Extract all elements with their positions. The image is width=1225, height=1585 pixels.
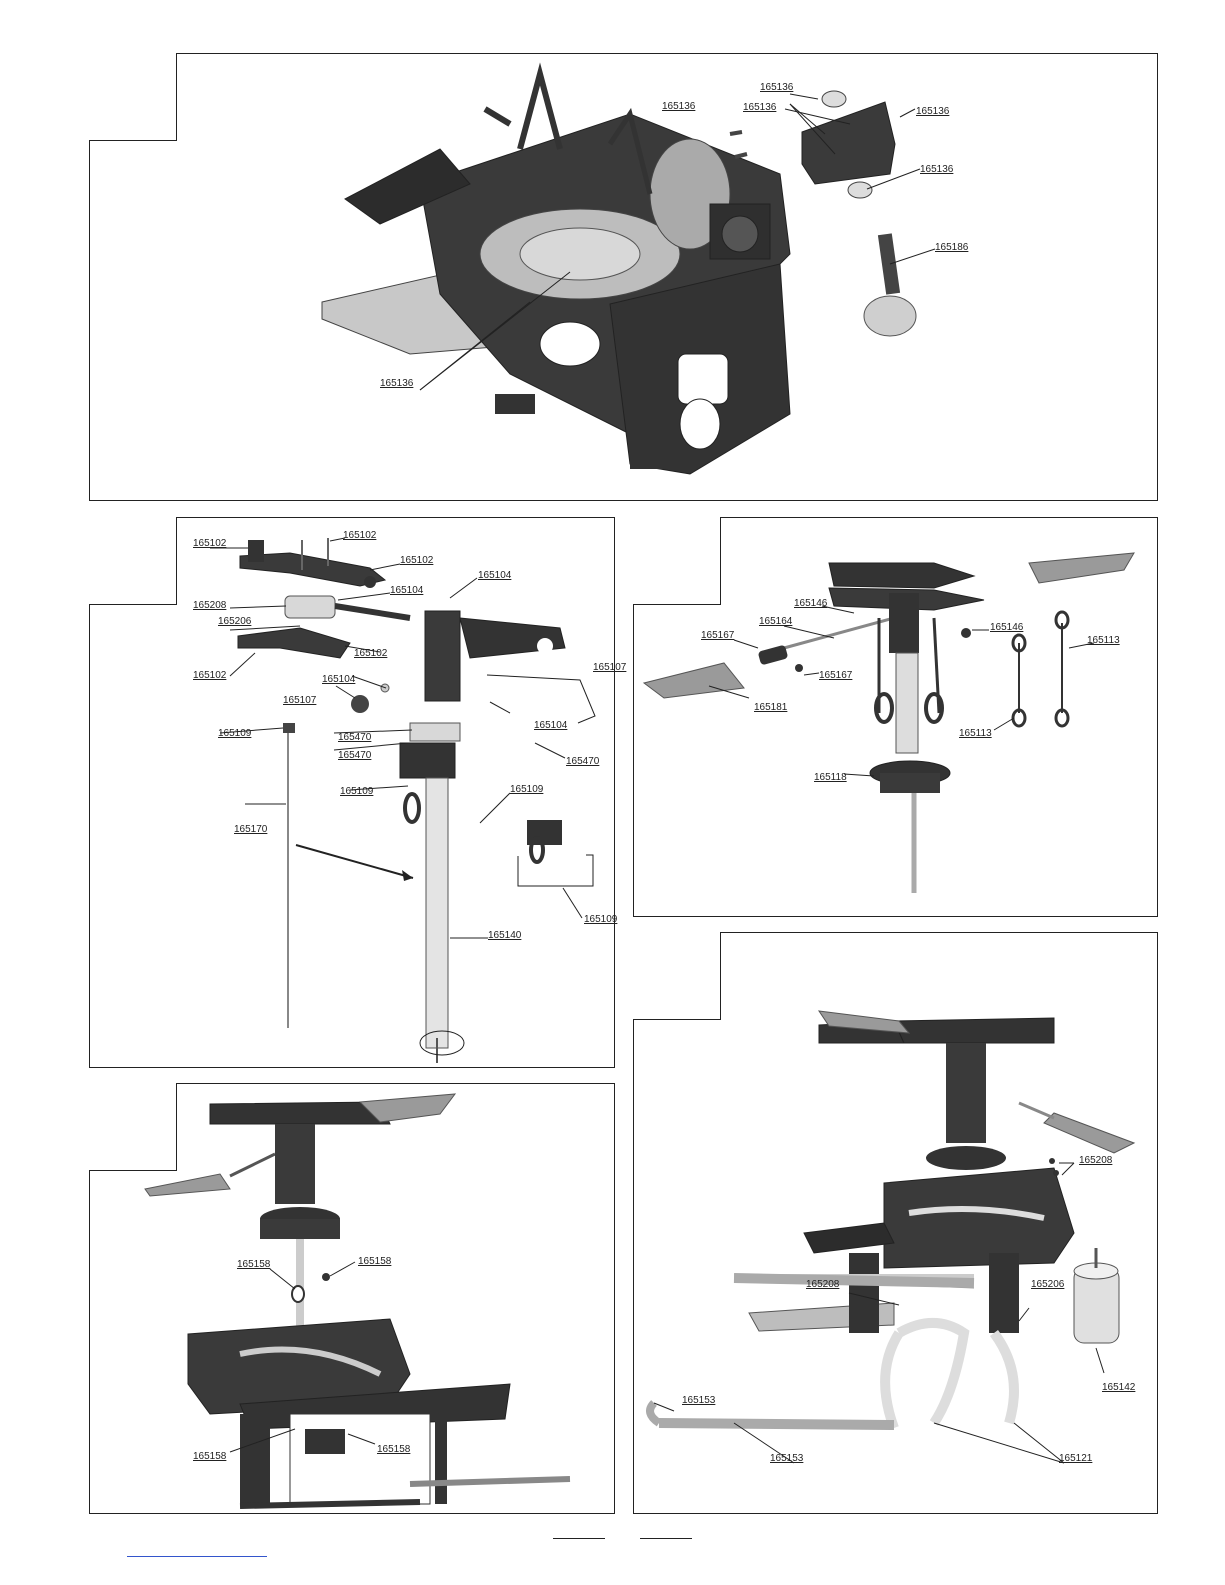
part-label: 165206	[1031, 1279, 1065, 1290]
part-label: 165104	[390, 585, 424, 596]
part-label: 165118	[814, 772, 847, 783]
part-label: 165208	[1079, 1155, 1113, 1166]
frame-drawing: 165136 165136 165136 165136 165136 16513…	[321, 62, 969, 475]
mid-assembly-panel: 165158 165158 165158 165158	[89, 1083, 615, 1514]
part-label: 165158	[193, 1451, 227, 1462]
part-label: 165206	[218, 616, 252, 627]
part-label: 165167	[819, 670, 853, 681]
part-label: 165136	[743, 102, 777, 113]
part-label: 165470	[566, 756, 600, 767]
part-label: 165102	[400, 555, 434, 566]
part-label: 165102	[343, 530, 377, 541]
part-label: 165153	[770, 1453, 804, 1464]
step-number-box	[633, 932, 721, 1020]
part-label: 165102	[193, 538, 227, 549]
part-label: 165102	[354, 648, 388, 659]
part-label: 165164	[759, 616, 793, 627]
part-label: 165109	[510, 784, 544, 795]
part-label: 165208	[193, 600, 227, 611]
part-label: 165136	[760, 82, 794, 93]
frame-panel: 165136 165136 165136 165136 165136 16513…	[89, 53, 1158, 501]
part-label: 165170	[234, 824, 268, 835]
part-label: 165104	[534, 720, 568, 731]
full-assembly-panel: 165208 165208 165206 165153 165142 16515…	[633, 932, 1158, 1514]
part-label: 165109	[340, 786, 374, 797]
part-label: 165109	[218, 728, 252, 739]
footer-rule-right	[640, 1538, 692, 1539]
part-label: 165158	[237, 1259, 271, 1270]
part-label: 165146	[990, 622, 1024, 633]
part-label: 165146	[794, 598, 828, 609]
part-label: 165107	[283, 695, 317, 706]
part-label: 165142	[1102, 1382, 1136, 1393]
part-label: 165167	[701, 630, 735, 641]
part-label: 165113	[1087, 635, 1120, 646]
part-label: 165136	[662, 101, 696, 112]
part-label: 165107	[593, 662, 627, 673]
part-label: 165140	[488, 930, 522, 941]
full-assembly-drawing: 165208 165208 165206 165153 165142 16515…	[646, 1010, 1136, 1464]
flybar-panel: 165146 165167 165164 165146 165113 16516…	[633, 517, 1158, 917]
part-label: 165121	[1059, 1453, 1093, 1464]
mid-assembly-drawing: 165158 165158 165158 165158	[144, 1093, 571, 1509]
rotor-head-drawing: 165102 165102 165102 165208 165104 16510…	[193, 530, 627, 1063]
part-label: 165109	[584, 914, 618, 925]
part-label: 165104	[322, 674, 356, 685]
step-number-box	[633, 517, 721, 605]
part-label: 165470	[338, 732, 372, 743]
step-number-box	[89, 1083, 177, 1171]
step-number-box	[89, 517, 177, 605]
footer-rule-left	[553, 1538, 605, 1539]
part-label: 165181	[754, 702, 788, 713]
part-label: 165186	[935, 242, 969, 253]
part-label: 165153	[682, 1395, 716, 1406]
part-label: 165102	[193, 670, 227, 681]
part-label: 165136	[920, 164, 954, 175]
part-label: 165136	[380, 378, 414, 389]
part-label: 165113	[959, 728, 992, 739]
part-label: 165104	[478, 570, 512, 581]
flybar-drawing: 165146 165167 165164 165146 165113 16516…	[642, 552, 1135, 893]
step-number-box	[89, 53, 177, 141]
footer-link-rule	[127, 1556, 267, 1557]
part-label: 165208	[806, 1279, 840, 1290]
part-label: 165136	[916, 106, 950, 117]
part-label: 165158	[358, 1256, 392, 1267]
part-label: 165158	[377, 1444, 411, 1455]
rotor-head-panel: 165102 165102 165102 165208 165104 16510…	[89, 517, 627, 1068]
part-label: 165470	[338, 750, 372, 761]
